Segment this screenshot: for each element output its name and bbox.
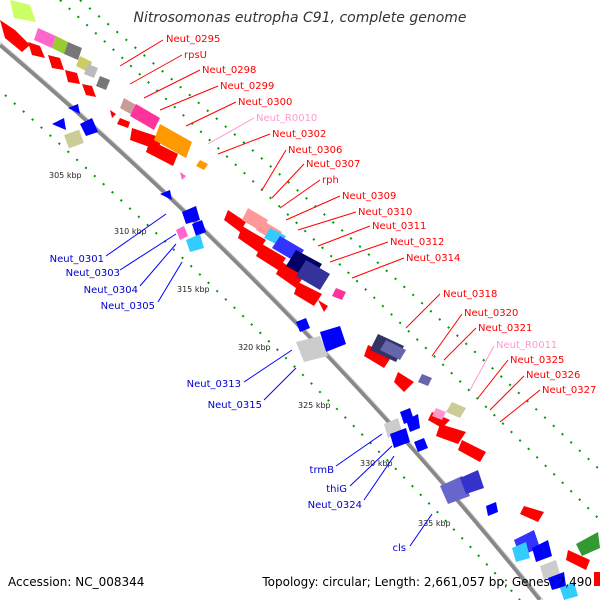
gene-label: Neut_0324	[308, 500, 362, 511]
gene-label: Neut_0298	[202, 65, 256, 76]
reverse-leaders	[105, 213, 433, 547]
ruler-label: 330 kbp	[360, 459, 393, 468]
gene-label: Neut_0312	[390, 237, 444, 248]
gene-block	[566, 550, 590, 570]
ruler-label: 335 kbp	[418, 519, 451, 528]
gene-block	[224, 210, 246, 232]
gene-block	[146, 140, 178, 166]
gene-label: Neut_0307	[306, 159, 360, 170]
ruler: 305 kbp 310 kbp 315 kbp 320 kbp 325 kbp …	[49, 171, 451, 528]
forward-genes	[0, 20, 600, 586]
gene-block	[48, 55, 64, 70]
gene-block	[276, 262, 304, 288]
gene-block	[110, 110, 116, 118]
gene-block	[117, 118, 130, 128]
gene-label: Neut_0301	[50, 254, 104, 265]
forward-labels: Neut_0295 rpsU Neut_0298 Neut_0299 Neut_…	[166, 34, 596, 396]
reverse-labels: Neut_0301 Neut_0303 Neut_0304 Neut_0305 …	[50, 254, 406, 554]
gene-label: Neut_0309	[342, 191, 396, 202]
forward-leaders	[119, 39, 541, 423]
gene-block	[394, 372, 414, 392]
gene-label: Neut_0306	[288, 145, 342, 156]
gene-block	[594, 572, 600, 586]
gene-label: trmB	[310, 465, 335, 476]
gene-block	[65, 70, 80, 84]
gene-label: Neut_0320	[464, 308, 518, 319]
gene-label: thiG	[326, 484, 347, 495]
gene-label: Neut_0314	[406, 253, 460, 264]
gene-label: Neut_R0011	[496, 340, 557, 351]
gene-label: Neut_0315	[208, 400, 262, 411]
gene-label: rph	[322, 175, 339, 186]
gene-block	[238, 226, 266, 252]
ruler-label: 310 kbp	[114, 227, 147, 236]
gene-block	[318, 300, 328, 312]
gene-label: Neut_0311	[372, 221, 426, 232]
gene-block	[0, 20, 30, 52]
gene-block	[520, 506, 544, 522]
gene-label: rpsU	[184, 50, 207, 61]
ruler-label: 305 kbp	[49, 171, 82, 180]
gene-label: Neut_0310	[358, 207, 412, 218]
gene-label: cls	[393, 543, 407, 554]
gene-block	[256, 244, 286, 270]
gene-block	[364, 345, 392, 368]
gene-label: Neut_0313	[187, 379, 241, 390]
gene-block	[294, 282, 322, 306]
ruler-label: 315 kbp	[177, 285, 210, 294]
gene-label: Neut_0300	[238, 97, 292, 108]
gene-label: Neut_0295	[166, 34, 220, 45]
ruler-label: 320 kbp	[238, 343, 271, 352]
reverse-genes	[52, 104, 578, 600]
map-title: Nitrosomonas eutropha C91, complete geno…	[133, 10, 466, 26]
gene-label: Neut_0303	[66, 268, 120, 279]
feature-blocks	[10, 0, 600, 556]
gene-label: Neut_0299	[220, 81, 274, 92]
gene-label: Neut_0321	[478, 323, 532, 334]
gene-label: Neut_0327	[542, 385, 596, 396]
gene-label: Neut_0304	[84, 285, 138, 296]
gene-label: Neut_0325	[510, 355, 564, 366]
gene-label: Neut_0302	[272, 129, 326, 140]
ruler-label: 325 kbp	[298, 401, 331, 410]
gene-block	[458, 440, 486, 462]
gene-block	[28, 42, 45, 58]
gene-label: Neut_R0010	[256, 113, 317, 124]
gene-label: Neut_0326	[526, 370, 580, 381]
gene-label: Neut_0318	[443, 289, 497, 300]
genome-backbone	[0, 43, 542, 600]
topology-text: Topology: circular; Length: 2,661,057 bp…	[261, 575, 592, 589]
accession-text: Accession: NC_008344	[8, 575, 144, 589]
gene-block	[436, 424, 466, 444]
track-guides	[4, 0, 600, 600]
gene-label: Neut_0305	[101, 301, 155, 312]
gene-block	[82, 84, 96, 97]
